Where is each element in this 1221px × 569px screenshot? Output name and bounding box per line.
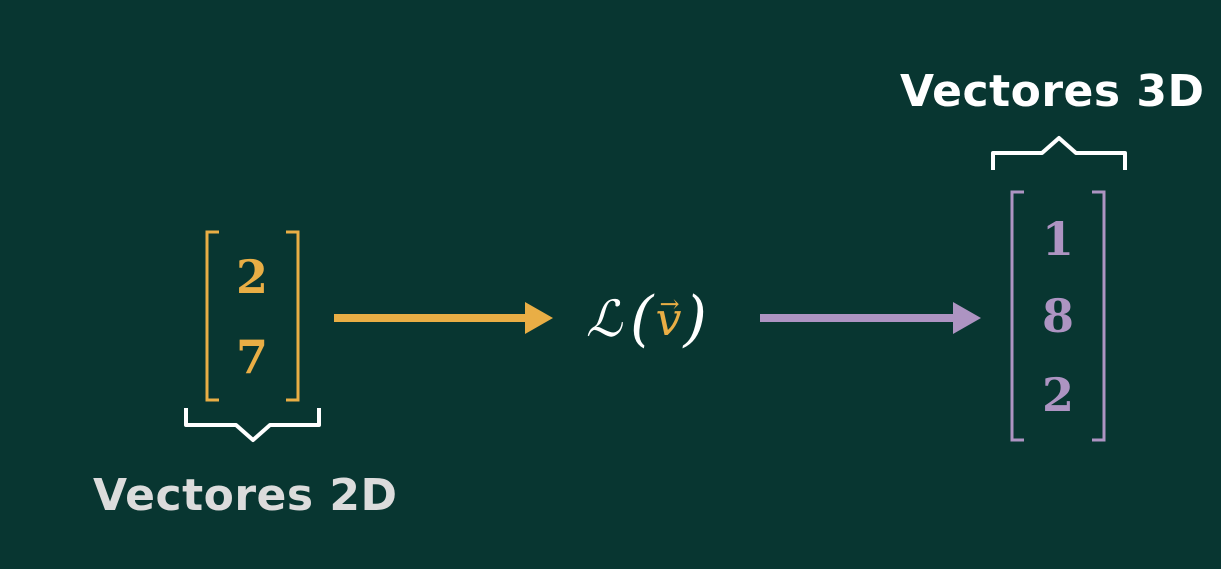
input-vector-brackets	[205, 230, 300, 402]
input-arrow	[334, 302, 553, 334]
input-vector-left-bracket	[205, 230, 219, 402]
input-vector-right-bracket	[286, 230, 300, 402]
output-vector-component-2: 8	[1041, 289, 1074, 343]
vector-arrow-accent: →	[659, 290, 680, 318]
output-space-brace	[991, 136, 1127, 170]
vector-argument-letter: v	[655, 292, 682, 346]
output-arrow	[760, 302, 981, 334]
transformation-symbol: ℒ	[586, 290, 623, 348]
output-space-label: Vectores 3D	[900, 66, 1205, 117]
output-vector-component-3: 2	[1041, 368, 1074, 422]
output-vector-brackets	[1010, 190, 1106, 442]
close-paren: )	[683, 284, 707, 354]
output-vector-component-1: 1	[1041, 212, 1074, 266]
open-paren: (	[630, 284, 654, 354]
input-space-brace	[184, 408, 321, 442]
transformation-expression: ℒ ( → v )	[586, 274, 709, 364]
input-vector-component-2: 7	[235, 330, 268, 384]
output-vector-right-bracket	[1092, 190, 1106, 442]
input-vector-component-1: 2	[235, 250, 268, 304]
output-vector-left-bracket	[1010, 190, 1024, 442]
vector-argument: → v	[655, 290, 682, 346]
input-space-label: Vectores 2D	[93, 470, 398, 521]
